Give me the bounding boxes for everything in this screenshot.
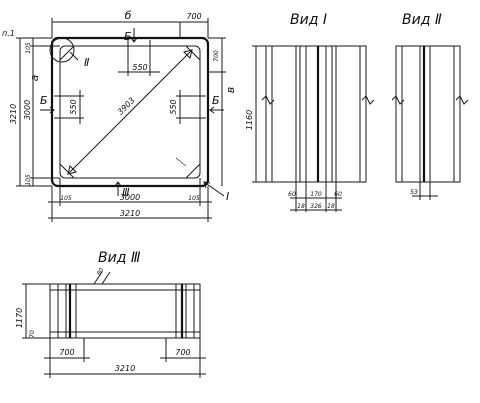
inner-top-value: 550 bbox=[132, 63, 147, 72]
mark-p1: п.1 bbox=[2, 29, 15, 38]
dim-left-total: 3210 bbox=[9, 104, 18, 124]
view-three: Вид Ⅲ 80 1170 70 700 700 3210 bbox=[15, 250, 206, 378]
diagonal-arrow-top bbox=[183, 49, 193, 59]
inner-left-value: 550 bbox=[69, 99, 78, 114]
arrow-b-top bbox=[130, 28, 138, 43]
view-two-title: Вид Ⅱ bbox=[402, 12, 442, 28]
view-one-title: Вид Ⅰ bbox=[290, 12, 327, 28]
plan-inner-wall bbox=[59, 45, 201, 179]
inner-right-value: 550 bbox=[169, 99, 178, 114]
v3-total: 3210 bbox=[115, 364, 135, 373]
dim-bot-left: 105 bbox=[60, 195, 72, 202]
v2-d53: 53 bbox=[410, 189, 418, 196]
plan-corner-bl bbox=[59, 163, 75, 179]
v1-d326: 326 bbox=[310, 203, 322, 210]
v3-d70: 70 bbox=[29, 330, 36, 338]
v1-d60a: 60 bbox=[288, 191, 296, 198]
v3-left: 700 bbox=[59, 348, 74, 357]
v3-80-leader-2 bbox=[101, 271, 111, 285]
v3-d80: 80 bbox=[96, 267, 106, 277]
arrow-b-left bbox=[40, 106, 55, 114]
view-one-outline bbox=[265, 45, 367, 183]
plan-diagonal bbox=[67, 49, 193, 175]
view-two-outline bbox=[395, 45, 461, 183]
v1-d18a: 18 bbox=[297, 203, 305, 210]
plan-corner-tl bbox=[59, 45, 75, 61]
dim-left-top: 105 bbox=[25, 42, 32, 54]
v3-80-leader bbox=[93, 271, 103, 285]
arrow-b-right bbox=[209, 106, 224, 114]
dim-right-letter: в bbox=[224, 87, 237, 93]
v3-height: 1170 bbox=[15, 308, 24, 328]
dim-bot-right: 105 bbox=[188, 195, 200, 202]
detail-leader bbox=[69, 51, 79, 61]
diagonal-arrow-bottom bbox=[67, 165, 77, 175]
v1-break-left bbox=[261, 95, 275, 105]
v1-height: 1160 bbox=[245, 110, 254, 130]
dim-top-right: 700 bbox=[186, 12, 201, 21]
view-one: Вид Ⅰ 1160 60 170 60 18 326 18 bbox=[245, 12, 375, 212]
view-three-title: Вид Ⅲ bbox=[98, 250, 141, 266]
dim-bot-total: 3210 bbox=[120, 209, 140, 218]
v3-outline bbox=[49, 283, 201, 339]
view-two: Вид Ⅱ 53 bbox=[391, 12, 469, 200]
v3-right: 700 bbox=[175, 348, 190, 357]
mark-cut-two: Ⅱ bbox=[84, 56, 90, 69]
v1-break-right bbox=[361, 95, 375, 105]
dim-left-inner-value: 3000 bbox=[23, 100, 32, 120]
plan-view: б 700 3210 105 а 3000 105 700 в 550 550 bbox=[2, 9, 237, 222]
mark-cut-one: I bbox=[226, 190, 229, 203]
dim-bot-mid: 3000 bbox=[120, 193, 140, 202]
dim-right-top: 700 bbox=[213, 50, 220, 62]
plan-inner-tick bbox=[175, 157, 187, 167]
dim-top-label: б bbox=[125, 9, 132, 22]
plan-corner-br bbox=[185, 163, 201, 179]
plan-corner-tr bbox=[185, 45, 201, 61]
v1-d18b: 18 bbox=[327, 203, 335, 210]
mark-cut-three: Ⅲ bbox=[122, 186, 130, 199]
v1-d170: 170 bbox=[310, 191, 322, 198]
v1-d60b: 60 bbox=[334, 191, 342, 198]
v2-break-right bbox=[455, 95, 469, 105]
mark-b-left: Б bbox=[40, 94, 48, 107]
v2-break-left bbox=[391, 95, 405, 105]
mark-b-top: Б bbox=[124, 30, 132, 43]
mark-b-right: Б bbox=[212, 94, 220, 107]
arrow-cut-one bbox=[203, 181, 225, 197]
dim-left-bottom: 105 bbox=[25, 174, 32, 186]
detail-circle bbox=[49, 37, 75, 63]
diag-value: 3903 bbox=[116, 96, 137, 117]
arrow-cut-three bbox=[114, 181, 122, 196]
dim-left-letter: а bbox=[28, 74, 41, 81]
